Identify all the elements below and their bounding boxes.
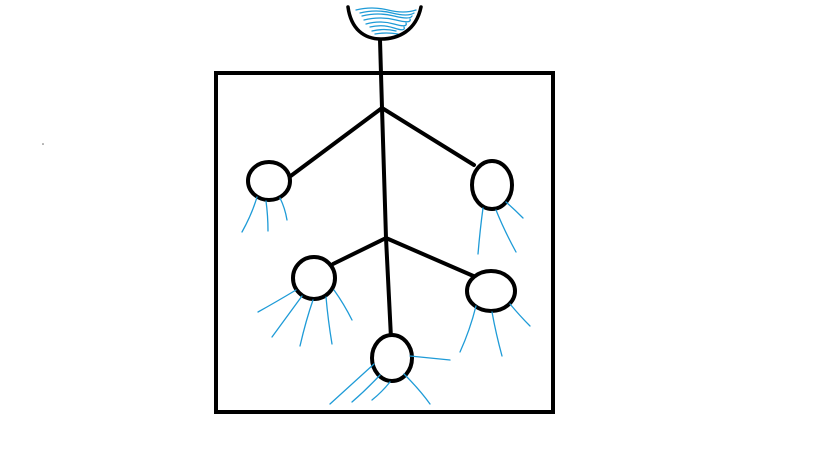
ellipse-nozzle-icon (291, 255, 337, 301)
upper-left-branch (286, 106, 384, 180)
ellipse-nozzle-icon (370, 333, 414, 383)
stray-dot (42, 143, 44, 145)
nozzle-top-left (241, 160, 292, 233)
ellipse-nozzle-icon (470, 159, 514, 211)
nozzle-middle-left (257, 255, 353, 347)
ellipse-nozzle-icon (246, 160, 292, 202)
nozzle-bottom-center (329, 333, 451, 405)
nozzle-top-right (470, 159, 524, 255)
water-bowl-icon (346, 5, 423, 41)
pipe-network (286, 38, 480, 340)
water-spray (257, 289, 353, 347)
water-spray (329, 355, 451, 405)
lower-left-branch (331, 236, 388, 266)
water-spray (459, 303, 531, 357)
water-spray (241, 196, 288, 233)
ellipse-nozzle-icon (465, 269, 517, 313)
nozzle-middle-right (459, 269, 531, 357)
lower-right-branch (384, 236, 480, 280)
water-spray (477, 201, 524, 255)
upper-right-branch (380, 106, 476, 167)
water-ripples (355, 7, 417, 35)
main-stem (378, 38, 393, 340)
frame-box (214, 71, 555, 414)
